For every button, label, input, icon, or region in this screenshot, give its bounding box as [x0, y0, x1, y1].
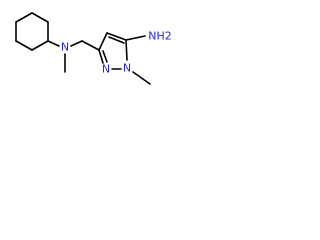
pyrazole-ring — [98, 32, 128, 70]
bond-ch2-c3 — [81, 40, 100, 51]
bond-cyc-4 — [15, 12, 33, 23]
bond-c4-c5-double — [108, 36, 125, 44]
bond-n2-c3-double — [102, 50, 108, 63]
amino-group-label: NH2 — [148, 30, 172, 43]
bond-n2-c3 — [98, 49, 104, 64]
ring-n1-label: N — [123, 62, 131, 75]
bond-c3-c4 — [98, 32, 108, 51]
bond-c4-c5 — [106, 32, 127, 41]
bond-c5-nh2 — [125, 35, 146, 41]
ring-n2-label: N — [102, 63, 110, 76]
bond-n-ch2 — [70, 40, 83, 47]
bond-c5-n1 — [125, 39, 128, 61]
bond-cyc-3 — [31, 12, 49, 23]
amine-nitrogen-label: N — [61, 41, 69, 54]
bond-cyclohexyl-n — [47, 40, 60, 47]
bond-cyc-6 — [15, 40, 33, 51]
cyclohexane-ring — [15, 12, 49, 51]
bond-n1-methyl — [132, 71, 151, 85]
bond-cyc-1 — [31, 40, 49, 51]
molecule-structure-diagram: N N N NH2 — [15, 12, 172, 85]
